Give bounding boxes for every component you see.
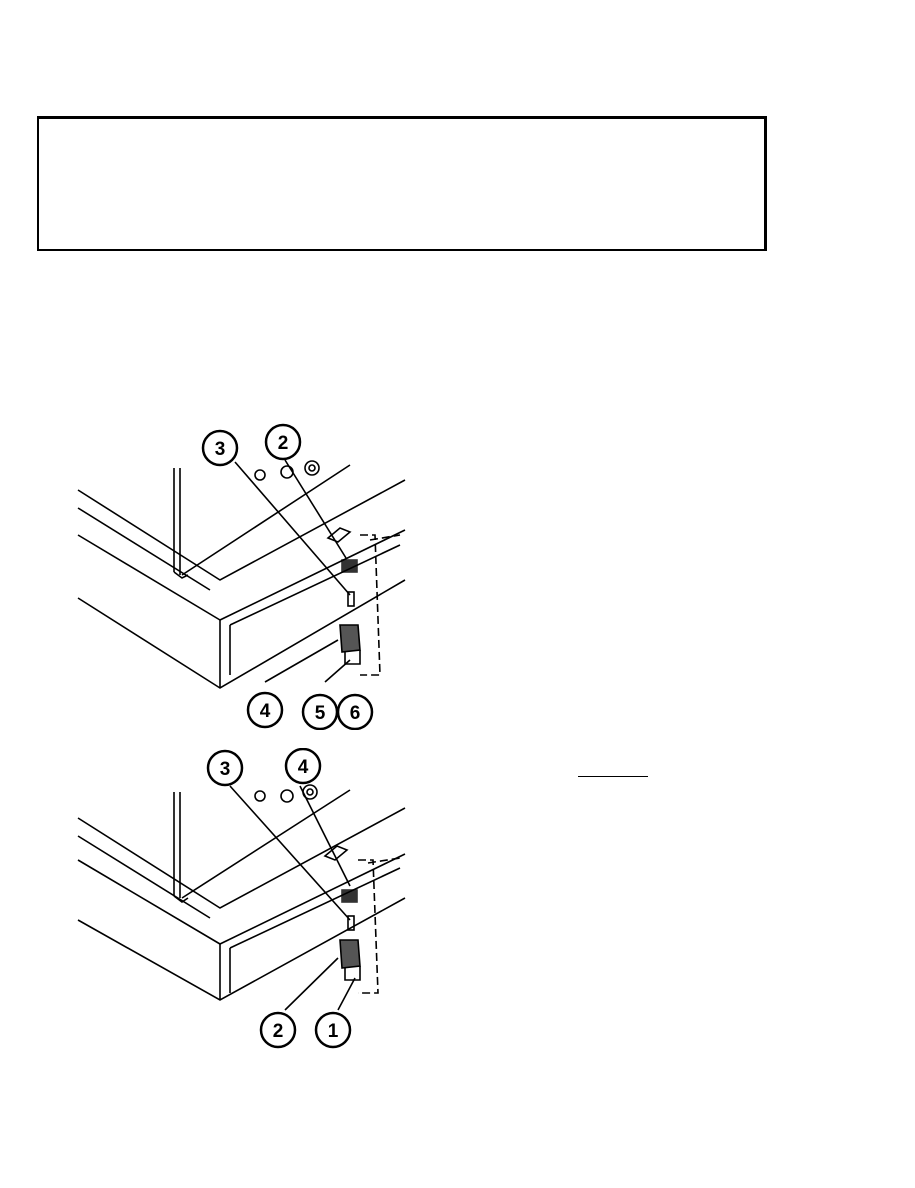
callout-1-label: 1	[328, 1021, 339, 1042]
callout-1: 1	[314, 1011, 352, 1049]
figure-bottom-svg: 3 4 2 1	[77, 748, 406, 1049]
callout-4-label: 4	[260, 701, 271, 722]
callout-3-label: 3	[215, 439, 226, 460]
figure-top-svg: 3 2 4 5 6	[77, 423, 406, 730]
callout-3: 3	[206, 749, 244, 787]
callout-3: 3	[201, 429, 239, 467]
figure-top-illustration: 3 2 4 5 6	[70, 420, 420, 730]
callout-2: 2	[259, 1011, 297, 1049]
callout-2-label: 2	[278, 433, 289, 454]
callout-5: 5	[301, 693, 339, 730]
callout-6-label: 6	[350, 703, 361, 724]
underline-mark	[578, 776, 648, 777]
callout-2-label: 2	[273, 1021, 284, 1042]
callout-6: 6	[336, 693, 374, 730]
callout-4-label: 4	[298, 757, 309, 778]
callout-4: 4	[246, 691, 284, 729]
callout-5-label: 5	[315, 703, 326, 724]
figure-bottom-illustration: 3 4 2 1	[70, 748, 420, 1058]
callout-3-label: 3	[220, 759, 231, 780]
callout-2: 2	[264, 423, 302, 461]
header-box	[37, 116, 767, 251]
callout-4: 4	[284, 748, 322, 785]
